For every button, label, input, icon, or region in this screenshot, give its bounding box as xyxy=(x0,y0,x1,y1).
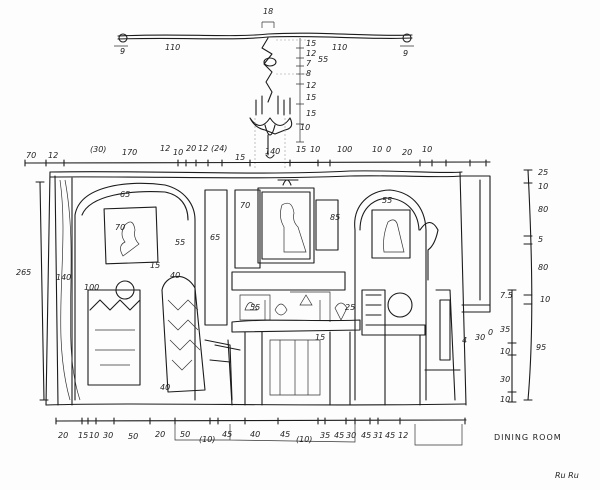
top-dimension-label: 20 xyxy=(402,148,412,157)
bottom-dimension-label: 45 xyxy=(361,431,371,440)
room-height-label: 265 xyxy=(16,268,31,277)
top-dimension-label: 140 xyxy=(265,147,280,156)
bottom-dimension-label: 12 xyxy=(398,431,408,440)
interior-dimension-label: 15 xyxy=(150,261,160,270)
right-dimension-label: 25 xyxy=(538,168,548,177)
bottom-dimension-label: 50 xyxy=(128,432,138,441)
chandelier-dimension-label: 18 xyxy=(263,7,273,16)
top-dimension-label: 0 xyxy=(386,145,391,154)
chandelier-dimension-label: 7 xyxy=(306,59,312,68)
room-wall xyxy=(45,170,491,406)
right-dimension-label: 7.5 xyxy=(500,291,513,300)
right-dimension-label: 80 xyxy=(538,263,548,272)
chandelier-dimension-label: 55 xyxy=(318,55,328,64)
chandelier-dimension-label: 10 xyxy=(300,123,310,132)
chandelier-dimension-label: 15 xyxy=(306,109,316,118)
interior-dimension-label: 25 xyxy=(345,303,355,312)
top-dimension-line xyxy=(24,159,491,167)
interior-dimension-label: 55 xyxy=(382,196,392,205)
interior-dimension-label: 65 xyxy=(120,190,130,199)
bottom-dimension-label: 45 xyxy=(385,431,395,440)
bottom-dimension-label: 35 xyxy=(320,431,330,440)
interior-dimension-label: 15 xyxy=(315,333,325,342)
right-dimension-label: 10 xyxy=(540,295,550,304)
chandelier-dimension-label: 15 xyxy=(306,39,316,48)
high-back-chair xyxy=(161,276,233,401)
top-dimension-label: 10 xyxy=(372,145,382,154)
right-dimension-line xyxy=(523,169,533,401)
top-dimension-label: 15 xyxy=(296,145,306,154)
bottom-dimension-label: (10) xyxy=(199,435,215,444)
bottom-bracket-lines xyxy=(174,424,463,446)
right-dimension-label: 10 xyxy=(538,182,548,191)
side-dimension-line xyxy=(507,289,517,403)
interior-dimension-label: 40 xyxy=(170,271,180,280)
right-dimension-label: 10 xyxy=(500,395,510,404)
bottom-dimension-label: 30 xyxy=(103,431,113,440)
bottom-dimension-line xyxy=(55,417,467,425)
top-dimension-label: 12 xyxy=(198,144,208,153)
interior-dimension-label: 70 xyxy=(240,201,250,210)
top-dimension-label: (24) xyxy=(211,144,227,153)
bottom-dimension-label: 31 xyxy=(373,431,383,440)
drawing-title: DINING ROOM xyxy=(494,433,562,442)
top-dimension-label: 10 xyxy=(310,145,320,154)
bottom-dimension-label: 50 xyxy=(180,430,190,439)
interior-dimension-label: 100 xyxy=(84,283,99,292)
artist-signature: Ru Ru xyxy=(555,471,579,480)
right-dimension-label: 95 xyxy=(536,343,546,352)
bottom-dimension-label: 10 xyxy=(89,431,99,440)
right-dimension-label: 35 xyxy=(500,325,510,334)
interior-dimension-label: 65 xyxy=(210,233,220,242)
chandelier-dimension-label: 110 xyxy=(332,43,347,52)
interior-dimension-label: 40 xyxy=(160,383,170,392)
right-dimension-label: 80 xyxy=(538,205,548,214)
right-alcove xyxy=(354,189,461,406)
central-portrait-wall xyxy=(204,179,346,326)
interior-dimension-label: 70 xyxy=(115,223,125,232)
interior-dimension-label: 85 xyxy=(330,213,340,222)
bottom-dimension-label: 30 xyxy=(346,431,356,440)
bottom-dimension-label: 45 xyxy=(222,430,232,439)
interior-dimension-label: 55 xyxy=(175,238,185,247)
left-alcove xyxy=(74,182,196,401)
top-dimension-label: 15 xyxy=(235,153,245,162)
chandelier-dimension-label: 12 xyxy=(306,49,316,58)
chandelier-dimension-label: 8 xyxy=(306,69,311,78)
dining-table xyxy=(214,294,361,406)
top-dimension-label: 12 xyxy=(48,151,58,160)
chandelier-dimension-label: 9 xyxy=(403,49,408,58)
top-dimension-label: 20 xyxy=(186,144,196,153)
chandelier-dimension-label: 110 xyxy=(165,43,180,52)
bottom-dimension-label: (10) xyxy=(296,435,312,444)
chandelier-dimension-label: 15 xyxy=(306,93,316,102)
interior-dimension-label: 30 xyxy=(475,333,485,342)
bottom-dimension-label: 45 xyxy=(280,430,290,439)
bottom-dimension-label: 40 xyxy=(250,430,260,439)
top-dimension-label: 10 xyxy=(422,145,432,154)
top-dimension-label: (30) xyxy=(90,145,106,154)
top-dimension-label: 170 xyxy=(122,148,137,157)
bottom-dimension-label: 20 xyxy=(58,431,68,440)
right-dimension-label: 10 xyxy=(500,347,510,356)
top-dimension-label: 12 xyxy=(160,144,170,153)
interior-dimension-label: 0 xyxy=(488,328,493,337)
top-dimension-label: 100 xyxy=(337,145,352,154)
left-dimension-line xyxy=(35,181,49,401)
chandelier-dimension-label: 9 xyxy=(120,47,125,56)
bottom-dimension-label: 20 xyxy=(155,430,165,439)
chandelier xyxy=(114,21,414,170)
bottom-dimension-label: 45 xyxy=(334,431,344,440)
top-dimension-label: 70 xyxy=(26,151,36,160)
right-dimension-label: 5 xyxy=(538,235,543,244)
bottom-dimension-label: 15 xyxy=(78,431,88,440)
right-dimension-label: 30 xyxy=(500,375,510,384)
top-dimension-label: 10 xyxy=(173,148,183,157)
chandelier-dimension-label: 12 xyxy=(306,81,316,90)
interior-dimension-label: 55 xyxy=(250,303,260,312)
interior-dimension-label: 4 xyxy=(462,336,467,345)
interior-dimension-label: 140 xyxy=(56,273,71,282)
